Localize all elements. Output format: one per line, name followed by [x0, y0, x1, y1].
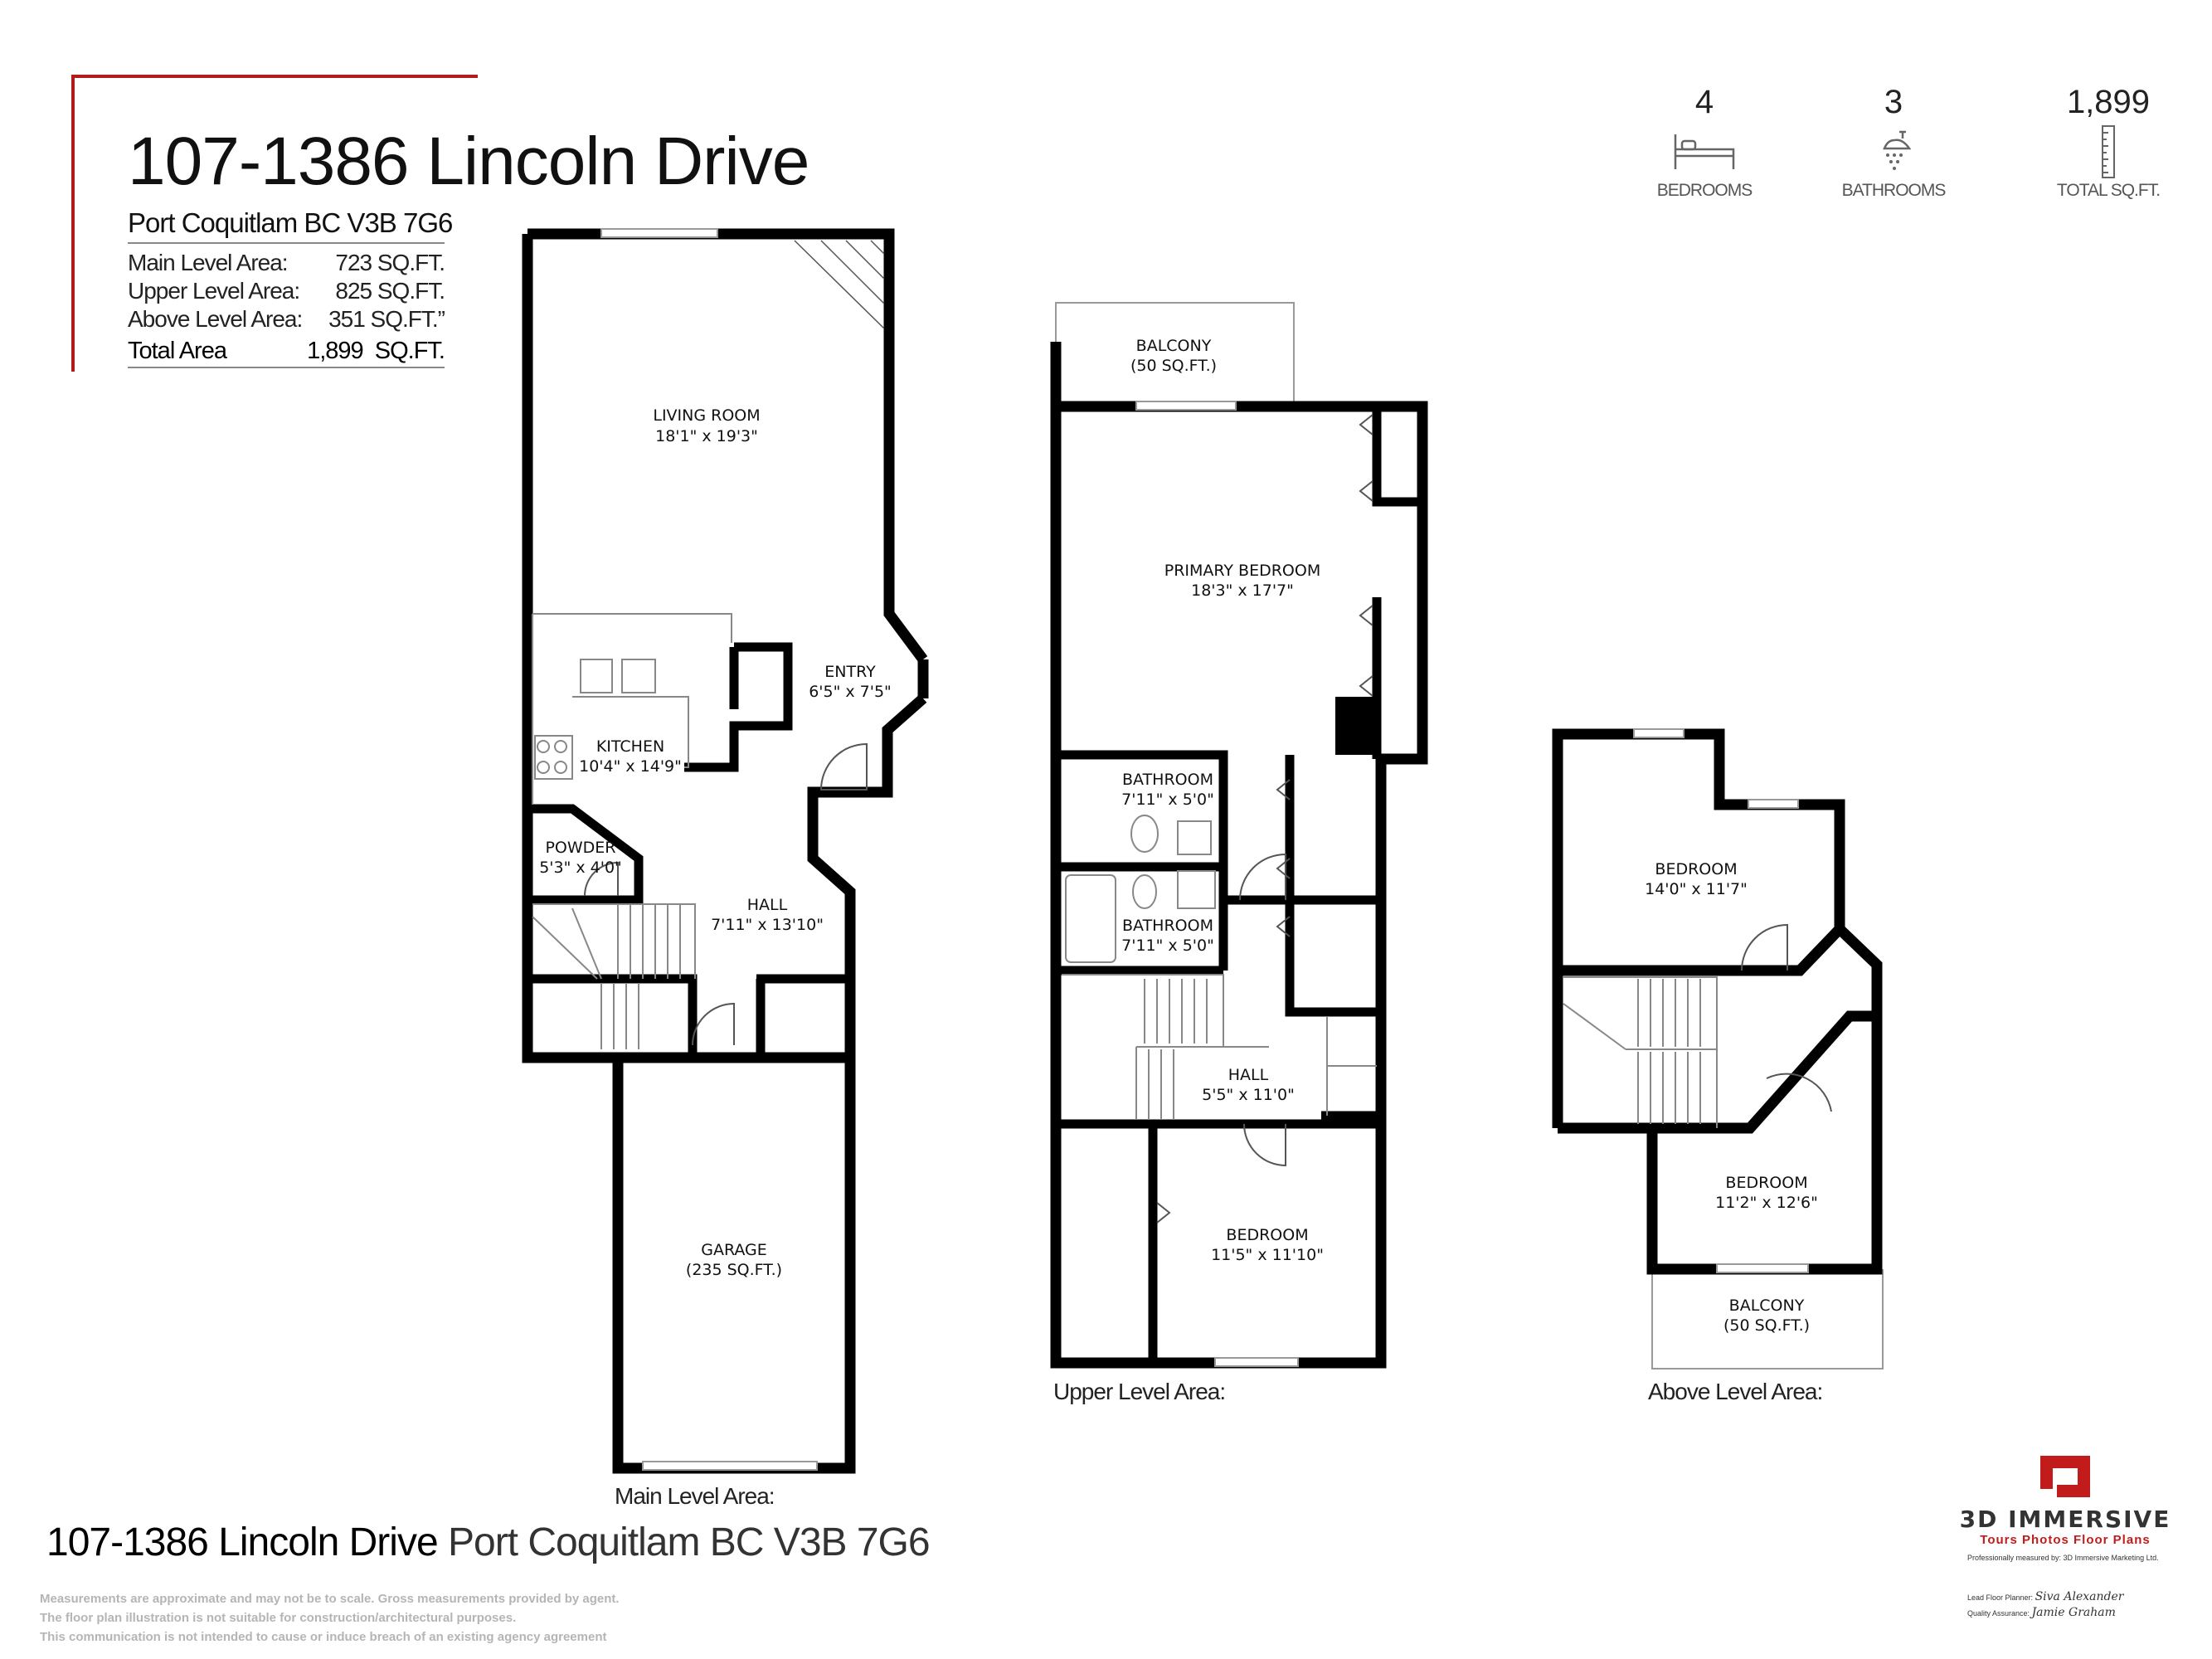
room-name-bedroom-above-1: BEDROOM [1655, 860, 1737, 878]
upper-level-plan: BALCONY (50 SQ.FT.) PRIMARY BEDROOM 18'3… [1050, 302, 1428, 1369]
room-name-entry: ENTRY [824, 663, 876, 681]
stat-label: TOTAL SQ.FT. [2056, 181, 2161, 200]
bed-icon [1621, 123, 1787, 181]
page-title: 107-1386 Lincoln Drive [128, 124, 809, 199]
room-name-balcony-above: BALCONY [1729, 1297, 1805, 1315]
room-size-bathroom-1: 7'11" x 5'0" [1121, 791, 1214, 809]
above-level-plan: BEDROOM 14'0" x 11'7" BEDROOM 11'2" x 12… [1552, 728, 1884, 1370]
total-value-wrap: 1,899 SQ.FT. [307, 337, 445, 365]
disclaimer-line: This communication is not intended to ca… [40, 1630, 607, 1644]
room-size-bedroom-above-1: 14'0" x 11'7" [1645, 880, 1748, 898]
level-caption-upper: Upper Level Area: [1053, 1379, 1226, 1404]
footer-address: 107-1386 Lincoln Drive Port Coquitlam BC… [46, 1520, 931, 1565]
room-size-balcony-upper: (50 SQ.FT.) [1130, 357, 1217, 375]
area-label: Upper Level Area: [128, 278, 300, 304]
brand-logo [2040, 1456, 2090, 1497]
footer-city: Port Coquitlam BC V3B 7G6 [447, 1520, 931, 1564]
stat-label: BATHROOMS [1841, 181, 1947, 200]
room-name-bathroom-2: BATHROOM [1122, 917, 1213, 935]
brand-block: 3D IMMERSIVE Tours Photos Floor Plans Pr… [1941, 1452, 2190, 1562]
room-name-garage: GARAGE [701, 1241, 767, 1259]
room-name-primary-bedroom: PRIMARY BEDROOM [1164, 562, 1320, 580]
room-size-bedroom-above-2: 11'2" x 12'6" [1715, 1194, 1818, 1212]
total-label: Total Area [128, 338, 227, 364]
room-size-hall-main: 7'11" x 13'10" [711, 916, 824, 934]
area-row-main: Main Level Area: 723 SQ.FT. [128, 249, 445, 277]
room-size-primary-bedroom: 18'3" x 17'7" [1191, 581, 1294, 600]
quality-assurance-line: Quality Assurance: Jamie Graham [1967, 1606, 2116, 1619]
brand-name: 3D IMMERSIVE [1959, 1506, 2171, 1533]
stat-value: 4 [1694, 84, 1714, 120]
area-row-upper: Upper Level Area: 825 SQ.FT. [128, 277, 445, 305]
area-label: Above Level Area: [128, 306, 303, 332]
stat-value: 3 [1884, 84, 1903, 120]
ruler-icon [2025, 123, 2191, 181]
disclaimer-line: The floor plan illustration is not suita… [40, 1611, 517, 1625]
area-value: 723 SQ.FT. [335, 250, 445, 275]
area-value: 825 SQ.FT. [335, 278, 445, 304]
room-name-hall-main: HALL [747, 896, 788, 914]
total-value: 1,899 [307, 338, 364, 364]
brand-tagline: Tours Photos Floor Plans [1980, 1533, 2151, 1547]
area-summary-table: Main Level Area: 723 SQ.FT. Upper Level … [128, 249, 445, 368]
area-value: 351 SQ.FT.” [328, 306, 445, 332]
room-size-balcony-above: (50 SQ.FT.) [1723, 1316, 1810, 1335]
stat-bedrooms: 4 BEDROOMS [1621, 81, 1787, 201]
room-name-powder: POWDER [545, 839, 615, 857]
stat-label: BEDROOMS [1656, 181, 1753, 200]
main-level-plan: LIVING ROOM 18'1" x 19'3" ENTRY 6'5" x 7… [522, 228, 929, 1474]
room-size-bedroom-upper: 11'5" x 11'10" [1211, 1246, 1324, 1264]
quality-assurance-label: Quality Assurance: [1967, 1609, 2030, 1618]
room-size-powder: 5'3" x 4'0" [539, 859, 622, 877]
brand-measured-by: Professionally measured by: 3D Immersive… [1967, 1554, 2159, 1562]
room-name-hall-upper: HALL [1228, 1066, 1269, 1084]
room-size-entry: 6'5" x 7'5" [809, 683, 892, 701]
room-size-bathroom-2: 7'11" x 5'0" [1121, 937, 1214, 955]
room-name-bedroom-above-2: BEDROOM [1725, 1174, 1807, 1192]
stat-value: 1,899 [2066, 84, 2151, 120]
page-subtitle: Port Coquitlam BC V3B 7G6 [128, 207, 453, 244]
room-name-bathroom-1: BATHROOM [1122, 771, 1213, 789]
lead-planner-line: Lead Floor Planner: Siva Alexander [1967, 1590, 2123, 1603]
level-caption-main: Main Level Area: [615, 1483, 775, 1509]
disclaimer-line: Measurements are approximate and may not… [40, 1592, 620, 1606]
room-name-living-room: LIVING ROOM [653, 406, 760, 425]
area-row-above: Above Level Area: 351 SQ.FT.” [128, 305, 445, 333]
quality-assurance-signature: Jamie Graham [2031, 1606, 2116, 1619]
shower-icon [1811, 123, 1976, 181]
stat-total-sqft: 1,899 TOTAL SQ.FT. [2025, 81, 2191, 201]
level-caption-above: Above Level Area: [1648, 1379, 1823, 1404]
footer-street: 107-1386 Lincoln Drive [46, 1520, 439, 1564]
disclaimer: Measurements are approximate and may not… [40, 1589, 620, 1647]
lead-planner-signature: Siva Alexander [2035, 1590, 2124, 1603]
room-size-living-room: 18'1" x 19'3" [655, 427, 758, 445]
stat-bathrooms: 3 BATHROOMS [1811, 81, 1976, 201]
room-size-hall-upper: 5'5" x 11'0" [1202, 1086, 1295, 1104]
area-row-total: Total Area 1,899 SQ.FT. [128, 337, 445, 368]
lead-planner-label: Lead Floor Planner: [1967, 1593, 2034, 1602]
area-label: Main Level Area: [128, 250, 289, 275]
accent-line-horizontal [71, 75, 478, 78]
room-size-garage: (235 SQ.FT.) [686, 1261, 782, 1279]
room-name-kitchen: KITCHEN [596, 737, 664, 756]
room-size-kitchen: 10'4" x 14'9" [579, 757, 682, 776]
room-name-balcony-upper: BALCONY [1136, 337, 1212, 355]
accent-line-vertical [71, 75, 75, 372]
total-unit: SQ.FT. [374, 338, 445, 364]
room-name-bedroom-upper: BEDROOM [1226, 1226, 1308, 1244]
